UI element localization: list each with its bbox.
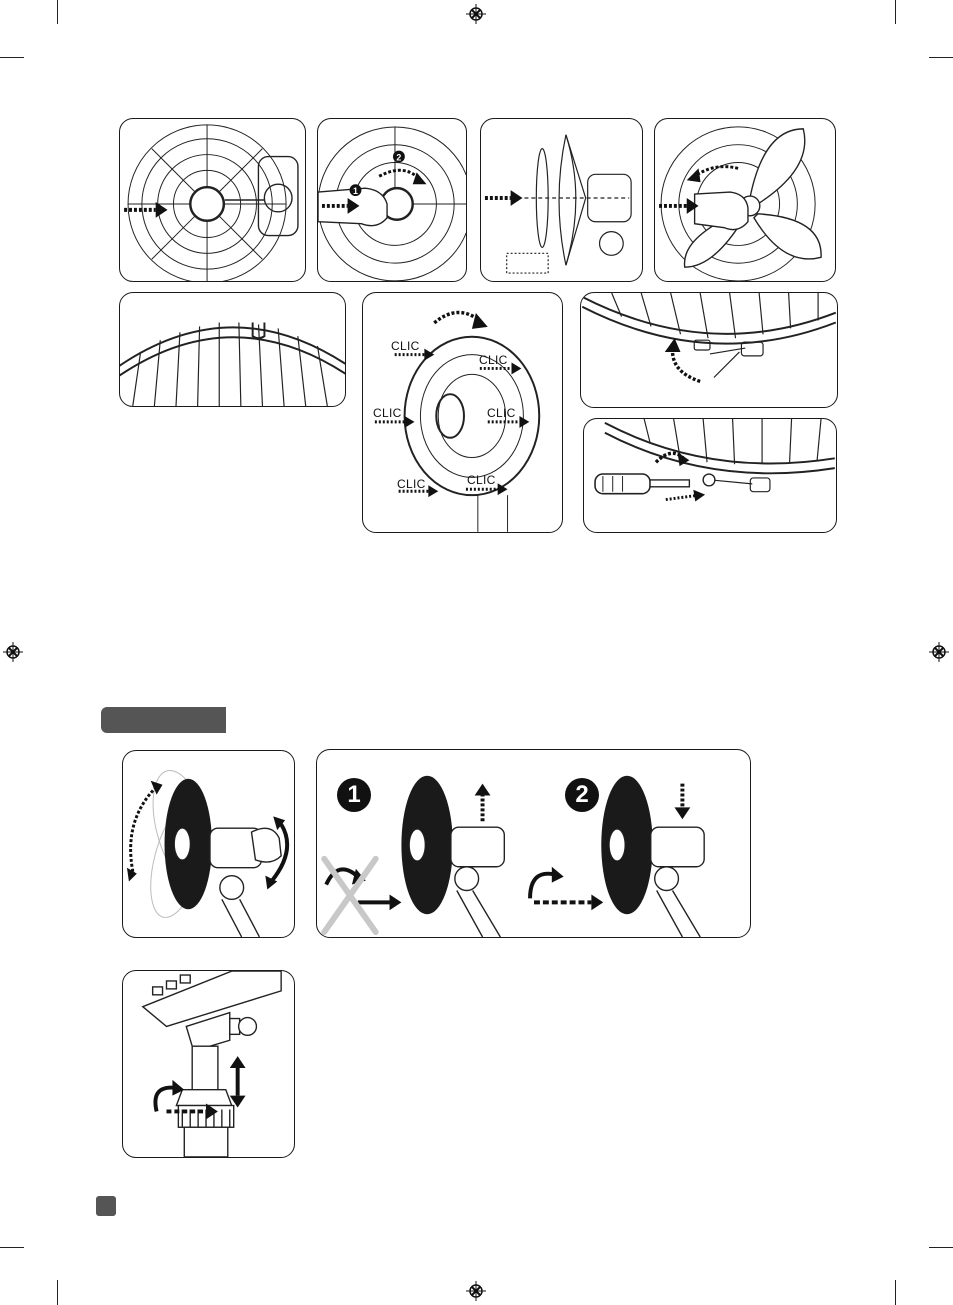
- clic-label: CLIC: [391, 339, 420, 353]
- step-panel-fix-nut: 1 2: [317, 118, 467, 282]
- registration-mark-icon: [3, 642, 23, 662]
- crop-mark: [57, 0, 58, 24]
- step-panel-screwdriver: [583, 418, 837, 533]
- fan-head: [601, 776, 704, 937]
- rotate-arrow-icon: [687, 167, 738, 183]
- crop-mark: [929, 57, 953, 58]
- step-panel-oscillation: 1 2: [316, 749, 751, 938]
- step-number-2: 2: [396, 153, 401, 163]
- step-panel-clamp-screw: [580, 292, 838, 408]
- clic-label: CLIC: [487, 406, 516, 420]
- crop-mark: [57, 1280, 58, 1305]
- registration-mark-icon: [929, 642, 949, 662]
- rotate-arrow-icon: [530, 867, 564, 899]
- fan-base-pole: [143, 971, 281, 1157]
- step-panel-blade-side: [480, 118, 643, 282]
- fan-grille: [405, 337, 540, 532]
- screwdriver-icon: [595, 474, 715, 494]
- clic-label: CLIC: [479, 353, 508, 367]
- arrow-icon: [666, 490, 705, 502]
- section-tab: [101, 707, 226, 733]
- step-panel-rear-grille: [119, 118, 306, 282]
- hand: [695, 192, 748, 230]
- crop-mark: [0, 57, 24, 58]
- arrow-icon: [230, 1056, 246, 1107]
- fan-grille-closeup: [120, 322, 345, 406]
- step-panel-tilt: [122, 750, 295, 938]
- arrow-icon: [485, 190, 523, 206]
- step-number-1: 1: [353, 186, 358, 196]
- crop-mark: [895, 0, 896, 24]
- crop-mark: [0, 1247, 24, 1248]
- clic-label: CLIC: [467, 473, 496, 487]
- rotate-arrow-icon: [379, 170, 426, 184]
- step-panel-height: [122, 970, 295, 1158]
- registration-mark-icon: [466, 4, 486, 24]
- rotate-arrow-icon: [127, 781, 163, 882]
- step-panel-blade-nut: [654, 118, 836, 282]
- arrow-icon: [475, 784, 491, 822]
- rotate-arrow-icon: [434, 312, 487, 328]
- page-marker: [96, 1196, 116, 1216]
- fan-grille-closeup: [582, 293, 836, 378]
- fan-head: [165, 779, 262, 937]
- registration-mark-icon: [466, 1281, 486, 1301]
- arrow-icon: [534, 894, 603, 910]
- hand: [251, 828, 281, 862]
- fan-grille: [128, 125, 286, 281]
- fan-head: [401, 776, 504, 937]
- step-panel-grille-hook: [119, 292, 346, 407]
- crop-mark: [929, 1247, 953, 1248]
- step-panel-clip-grilles: CLIC CLIC CLIC CLIC CLIC CLIC: [362, 292, 563, 533]
- arrow-icon: [674, 784, 690, 820]
- arrow-icon: [358, 894, 402, 910]
- crop-mark: [895, 1280, 896, 1305]
- clic-label: CLIC: [373, 406, 402, 420]
- clic-label: CLIC: [397, 477, 426, 491]
- fan-grille-side: [507, 135, 631, 273]
